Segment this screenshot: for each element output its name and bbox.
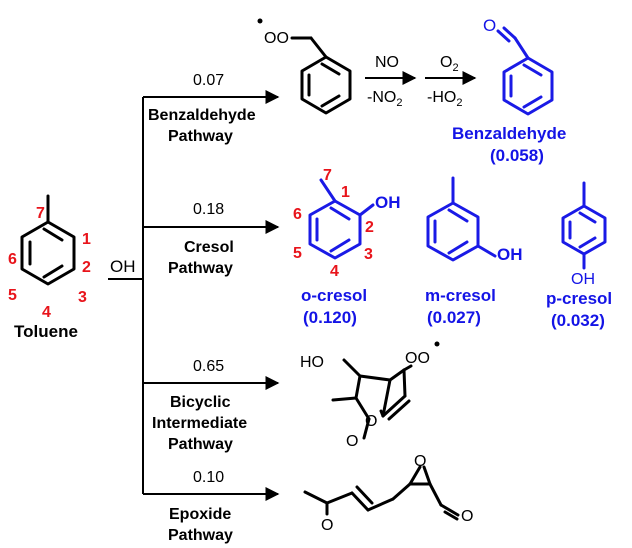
benzaldehyde-structure [496,26,554,116]
no-reagent-label: NO [375,54,399,71]
epoxide-ring-oxygen: O [414,453,426,470]
toluene-number-6: 6 [8,251,17,268]
o-cresol-hydroxyl: OH [375,193,401,212]
epoxide-pathway-name-line2: Pathway [168,527,233,544]
bicyclic-peroxy: OO [405,350,430,367]
o-cresol-yield: (0.120) [303,308,357,327]
ho2-loss-label: -HO2 [427,89,462,109]
bicyclic-pathway-yield: 0.65 [193,358,224,375]
o-cresol-number-6: 6 [293,206,302,223]
o-cresol-number-3: 3 [364,246,373,263]
peroxy-label: OO [264,30,289,47]
m-cresol-yield: (0.027) [427,308,481,327]
o2-reagent-label: O2 [440,54,459,74]
bicyclic-radical-dot [434,341,440,347]
toluene-number-3: 3 [78,289,87,306]
epoxide-aldehyde-oxygen: O [461,508,473,525]
cresol-pathway-name-line2: Pathway [168,260,233,277]
benzaldehyde-yield: (0.058) [490,146,544,165]
cresol-pathway-name-line1: Cresol [184,239,234,256]
epoxide-pathway-yield: 0.10 [193,469,224,486]
bicyclic-pathway-name-line3: Pathway [168,436,233,453]
o-cresol-number-1: 1 [341,184,350,201]
p-cresol-hydroxyl: OH [571,271,595,288]
o-cresol-number-2: 2 [365,219,374,236]
benzylperoxy-structure [290,36,352,115]
radical-dot [257,18,263,24]
p-cresol-structure [561,181,607,270]
p-cresol-name: p-cresol [546,289,612,308]
benzaldehyde-oxygen: O [483,16,496,35]
m-cresol-name: m-cresol [425,286,496,305]
o-cresol-number-5: 5 [293,245,302,262]
m-cresol-structure [426,176,497,262]
bicyclic-pathway-name-line2: Intermediate [152,415,247,432]
bicyclic-pathway-name-line1: Bicyclic [170,394,231,411]
benzaldehyde-pathway-yield: 0.07 [193,72,224,89]
benzaldehyde-pathway-name-line1: Benzaldehyde [148,107,256,124]
cresol-pathway-yield: 0.18 [193,201,224,218]
m-cresol-hydroxyl: OH [497,245,523,264]
bicyclic-bridge-oxygen-2: O [346,433,358,450]
toluene-number-2: 2 [82,259,91,276]
oxidant-label: OH [110,257,136,276]
epoxide-pathway-name-line1: Epoxide [169,506,231,523]
o-cresol-number-4: 4 [330,263,339,280]
p-cresol-yield: (0.032) [551,311,605,330]
toluene-number-5: 5 [8,287,17,304]
bicyclic-hydroxyl: HO [300,354,324,371]
bicyclic-peroxy-structure [331,358,413,440]
o-cresol-structure [308,178,375,260]
no2-loss-label: -NO2 [367,89,402,109]
o-cresol-number-7: 7 [323,167,332,184]
bicyclic-bridge-oxygen-1: O [365,413,377,430]
benzaldehyde-pathway-name-line2: Pathway [168,128,233,145]
toluene-label: Toluene [14,322,78,341]
toluene-structure [20,194,76,286]
benzaldehyde-name: Benzaldehyde [452,124,566,143]
toluene-number-4: 4 [42,304,51,321]
epoxide-structure [303,465,460,521]
epoxide-ketone-oxygen: O [321,517,333,534]
toluene-number-1: 1 [82,231,91,248]
o-cresol-name: o-cresol [301,286,367,305]
toluene-number-7: 7 [36,205,45,222]
